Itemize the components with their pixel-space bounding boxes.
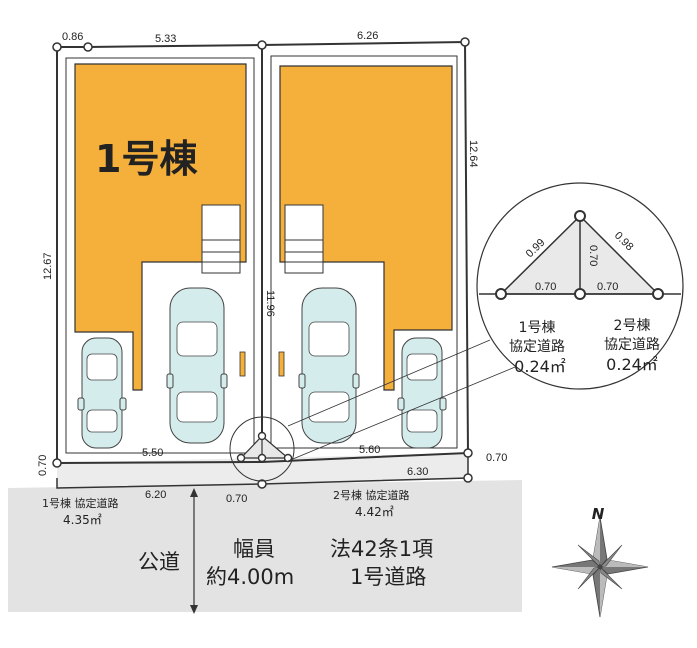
vertex-markers [52, 37, 473, 489]
inset-lot1-line2: 協定道路 [509, 339, 565, 355]
inset-base-left: 0.70 [535, 281, 556, 293]
center-triangle-small [236, 431, 293, 463]
inset-lot2-area: 0.24㎡ [606, 355, 658, 374]
dim-top-left: 5.33 [155, 33, 176, 45]
inset-lot1-line1: 1号棟 [519, 320, 556, 336]
gate-post-right [278, 351, 285, 377]
dim-bottom-right-small: 6.30 [407, 466, 428, 478]
dim-left-offset: 0.70 [37, 455, 49, 476]
house-1-label: 1号棟 [95, 137, 198, 181]
path-lot1-line2: 4.35㎡ [63, 513, 102, 527]
dim-middle: 11.96 [264, 290, 276, 317]
inset-connector-top [287, 339, 491, 427]
road-width-arrow-head-bottom [190, 605, 198, 614]
public-road [8, 480, 522, 612]
lot1-inner-outline [65, 57, 255, 454]
lot2-inner-outline [270, 55, 458, 449]
car-small-lot1 [77, 337, 127, 449]
dim-bottom-left-lot: 5.50 [142, 447, 163, 459]
dim-left-side: 12.67 [42, 252, 54, 280]
inset-lot1-area: 0.24㎡ [514, 357, 566, 376]
road-name: 公道 [138, 550, 180, 574]
inset-lot2-line1: 2号棟 [614, 318, 651, 334]
car-large-lot1 [166, 287, 228, 444]
dim-road-frontage: 6.20 [145, 489, 166, 501]
inset-vertical: 0.70 [587, 245, 599, 266]
path-lot2-line2: 4.42㎡ [355, 505, 394, 519]
dim-right-side: 12.64 [467, 140, 479, 168]
inset-connector-bottom [287, 364, 521, 462]
inset-base-right: 0.70 [597, 281, 618, 293]
dim-top-right: 6.26 [357, 30, 378, 42]
compass-rose-icon [551, 516, 649, 618]
road-law-line2: 1号道路 [350, 565, 426, 589]
road-width-arrow-head-top [190, 488, 198, 497]
dim-right-offset: 0.70 [486, 452, 507, 464]
road-law-line1: 法42条1項 [330, 537, 433, 561]
road-width-label: 幅員 [233, 537, 275, 561]
road-width-value: 約4.00m [206, 565, 294, 589]
car-small-lot2 [397, 337, 447, 449]
house-2-steps [284, 204, 324, 274]
dim-top-left-small: 0.86 [62, 31, 83, 43]
inset-lot2-line2: 協定道路 [604, 337, 660, 353]
dim-center-offset: 0.70 [226, 493, 247, 505]
house-1-steps [201, 204, 241, 274]
path-lot2-line1: 2号棟 協定道路 [333, 488, 410, 502]
car-large-lot2 [298, 287, 360, 444]
path-lot1-line1: 1号棟 協定道路 [42, 496, 119, 510]
dim-bottom-right-lot: 5.60 [359, 444, 380, 456]
lot-boundary-outer [56, 40, 469, 463]
gate-post-left [239, 351, 246, 377]
inset-detail: 0.99 0.98 0.70 0.70 0.70 1号棟 協定道路 0.24㎡ … [476, 182, 684, 390]
compass-north-label: N [592, 505, 605, 523]
house-1-footprint [74, 63, 247, 391]
detail-magnifier-circle [229, 416, 295, 482]
